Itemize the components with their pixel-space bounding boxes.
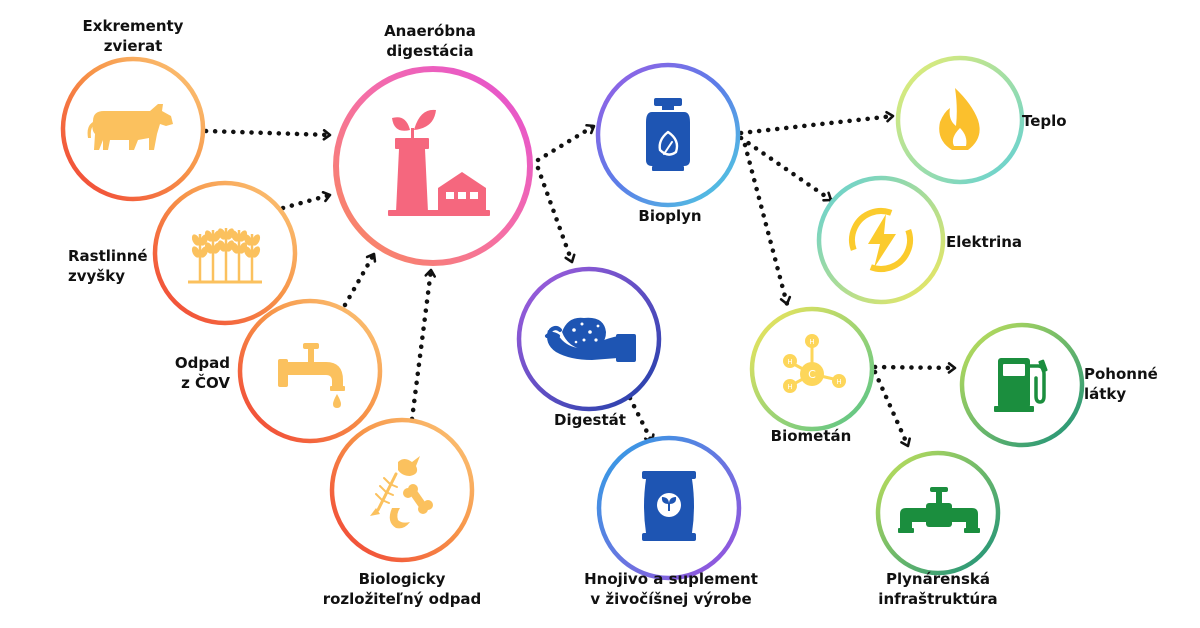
node-pohonne (959, 322, 1085, 448)
label-line: Odpad (174, 354, 230, 372)
node-bioplyn (595, 62, 741, 208)
label-line: digestácia (386, 42, 474, 60)
label-plynarenska: Plynárenská infraštruktúra (858, 569, 1018, 609)
label-line: zvierat (103, 37, 163, 55)
molecule-icon: C H H H H (783, 334, 846, 393)
arrow-digestion-to-digestat (535, 165, 576, 265)
lightning-icon (868, 214, 896, 268)
arrow-digestat-to-hnojivo (627, 395, 655, 445)
node-biometan: C H H H H (749, 306, 875, 432)
molecule-hydrogen-letter: H (836, 378, 841, 386)
label-line: zvyšky (68, 267, 125, 285)
label-line: Anaeróbna (384, 22, 476, 40)
node-elektrina (816, 175, 946, 305)
label-bio-odpad: Biologicky rozložiteľný odpad (300, 569, 504, 609)
arrow-bioplyn-to-elektrina (738, 135, 834, 203)
label-teplo: Teplo (1022, 111, 1067, 131)
label-anaerobna: Anaeróbna digestácia (360, 21, 500, 61)
node-plynarenska (875, 450, 1001, 576)
node-anaerobna-ring (333, 66, 533, 266)
label-line: Rastlinné (68, 247, 148, 265)
arrow-digestion-to-bioplyn (535, 123, 597, 163)
cow-icon (87, 104, 173, 150)
organic-waste-icon (370, 456, 433, 529)
label-elektrina: Elektrina (946, 232, 1022, 252)
arrow-bio-to-digestion (409, 267, 437, 422)
node-digestat (516, 266, 662, 412)
molecule-hydrogen-letter: H (787, 383, 792, 391)
arrow-cov-to-digestion (342, 251, 377, 308)
arrow-bioplyn-to-teplo (738, 110, 896, 136)
label-line: Biometán (770, 427, 852, 445)
label-line: infraštruktúra (878, 590, 998, 608)
arrow-biometan-to-pohonne (872, 362, 958, 374)
sprout-icon (661, 497, 677, 511)
molecule-carbon-letter: C (808, 368, 816, 381)
arrow-bioplyn-to-biometan (742, 142, 792, 307)
label-bioplyn: Bioplyn (620, 206, 720, 226)
node-bio-odpad (329, 417, 475, 563)
label-line: Teplo (1022, 112, 1067, 130)
label-line: z ČOV (181, 374, 230, 392)
node-hnojivo (596, 435, 742, 581)
node-odpad-cov (237, 298, 383, 444)
node-teplo (895, 55, 1025, 185)
node-exkrementy (60, 56, 206, 202)
faucet-icon (278, 343, 345, 408)
label-line: Hnojivo a suplement (584, 570, 758, 588)
molecule-hydrogen-letter: H (809, 338, 814, 346)
factory-icon (388, 109, 490, 216)
arrow-exkrementy-to-digestion (203, 128, 333, 141)
label-line: Pohonné (1084, 365, 1158, 383)
pipe-valve-icon (898, 487, 980, 533)
label-rastlinne: Rastlinné zvyšky (68, 246, 148, 286)
molecule-hydrogen-letter: H (787, 358, 792, 366)
arrow-biometan-to-plynarenska (872, 369, 911, 449)
label-biometan: Biometán (756, 426, 866, 446)
arrow-rastlinne-to-digestion (280, 190, 333, 211)
wheat-icon (188, 228, 262, 284)
label-line: Bioplyn (638, 207, 702, 225)
node-anaerobna (333, 66, 533, 266)
node-rastlinne (152, 180, 298, 326)
label-hnojivo: Hnojivo a suplement v živočíšnej výrobe (566, 569, 776, 609)
label-odpad-cov: Odpad z ČOV (148, 353, 230, 393)
label-digestat: Digestát (540, 410, 640, 430)
label-line: Biologicky (358, 570, 446, 588)
label-line: Exkrementy (82, 17, 184, 35)
gas-cylinder-icon (646, 98, 690, 171)
label-line: Plynárenská (886, 570, 990, 588)
label-line: Elektrina (946, 233, 1023, 251)
node-bio-odpad-ring (329, 417, 475, 563)
arrows (203, 110, 958, 449)
label-line: látky (1084, 385, 1127, 403)
label-exkrementy: Exkrementy zvierat (58, 16, 208, 56)
label-line: v živočíšnej výrobe (590, 590, 752, 608)
label-pohonne: Pohonné látky (1084, 364, 1158, 404)
hand-soil-icon (545, 317, 636, 362)
label-line: rozložiteľný odpad (322, 590, 482, 608)
flame-icon (939, 88, 980, 150)
leaf-icon (658, 130, 679, 156)
label-line: Digestát (554, 411, 626, 429)
